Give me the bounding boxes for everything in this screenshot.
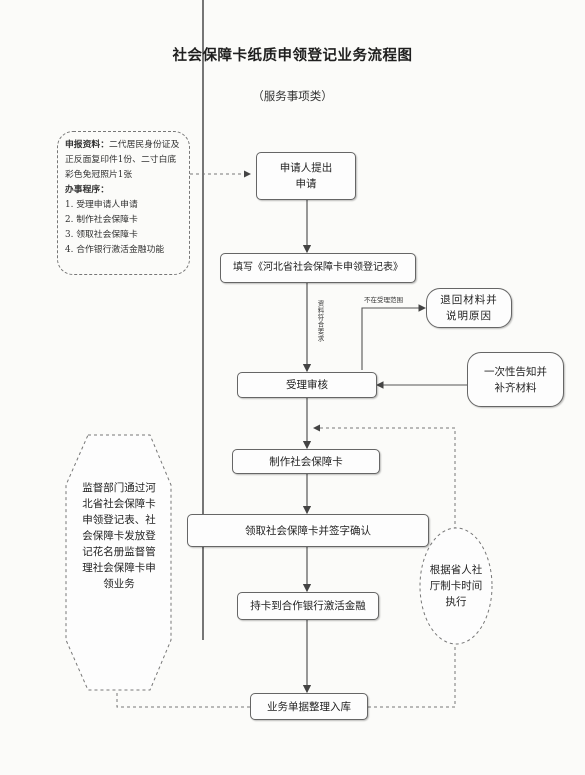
apply-text: 申请人提出申请: [279, 162, 333, 190]
return-box: 退回材料并说明原因: [426, 288, 512, 328]
procedure-step: 1. 受理申请人申请: [65, 200, 138, 210]
procedure-step: 4. 合作银行激活金融功能: [65, 245, 165, 255]
materials-block: 申报资料：二代居民身份证及正反面复印件1份、二寸白底彩色免冠照片1张: [65, 138, 183, 183]
supervision-hexagon: [65, 434, 172, 691]
activate-box: 持卡到合作银行激活金融: [237, 592, 379, 620]
procedure-step: 2. 制作社会保障卡: [65, 215, 138, 225]
page-subtitle: （服务事项类）: [252, 89, 333, 103]
info-panel: 申报资料：二代居民身份证及正反面复印件1份、二寸白底彩色免冠照片1张 办事程序：…: [57, 131, 190, 275]
supervision-text: 监督部门通过河北省社会保障卡申领登记表、社会保障卡发放登记花名册监督管理社会保障…: [82, 482, 156, 590]
accept-review-text: 受理审核: [286, 379, 328, 391]
procedure-step: 3. 领取社会保障卡: [65, 230, 138, 240]
archive-box: 业务单据整理入库: [250, 693, 368, 720]
materials-label: 申报资料：: [65, 140, 109, 150]
make-card-box: 制作社会保障卡: [232, 449, 380, 474]
page-title: 社会保障卡纸质申领登记业务流程图: [172, 48, 413, 64]
collect-card-text: 领取社会保障卡并签字确认: [245, 524, 371, 537]
dashed-archive-to-make: [313, 424, 456, 708]
timing-oval: [419, 527, 493, 645]
notify-text: 一次性告知并补齐材料: [484, 365, 547, 394]
archive-text: 业务单据整理入库: [267, 700, 351, 713]
materials-text: 二代居民身份证及正反面复印件1份、二寸白底彩色免冠照片1张: [65, 140, 180, 180]
apply-box: 申请人提出申请: [256, 152, 356, 200]
procedure-label: 办事程序：: [65, 185, 109, 195]
accept-review-box: 受理审核: [237, 372, 377, 398]
make-card-text: 制作社会保障卡: [269, 455, 343, 468]
return-text: 退回材料并说明原因: [440, 294, 498, 322]
materials-ok-label: 资料符合要求: [316, 300, 324, 342]
notify-box: 一次性告知并补齐材料: [467, 352, 564, 407]
timing-text: 根据省人社厅制卡时间执行: [429, 564, 483, 608]
collect-card-box: 领取社会保障卡并签字确认: [187, 514, 429, 547]
not-in-scope-label: 不在受理范围: [364, 296, 403, 304]
fill-form-text: 填写《河北省社会保障卡申领登记表》: [233, 262, 403, 273]
arrow-review-to-return: [361, 304, 427, 370]
fill-form-box: 填写《河北省社会保障卡申领登记表》: [220, 253, 416, 283]
activate-text: 持卡到合作银行激活金融: [250, 600, 366, 612]
